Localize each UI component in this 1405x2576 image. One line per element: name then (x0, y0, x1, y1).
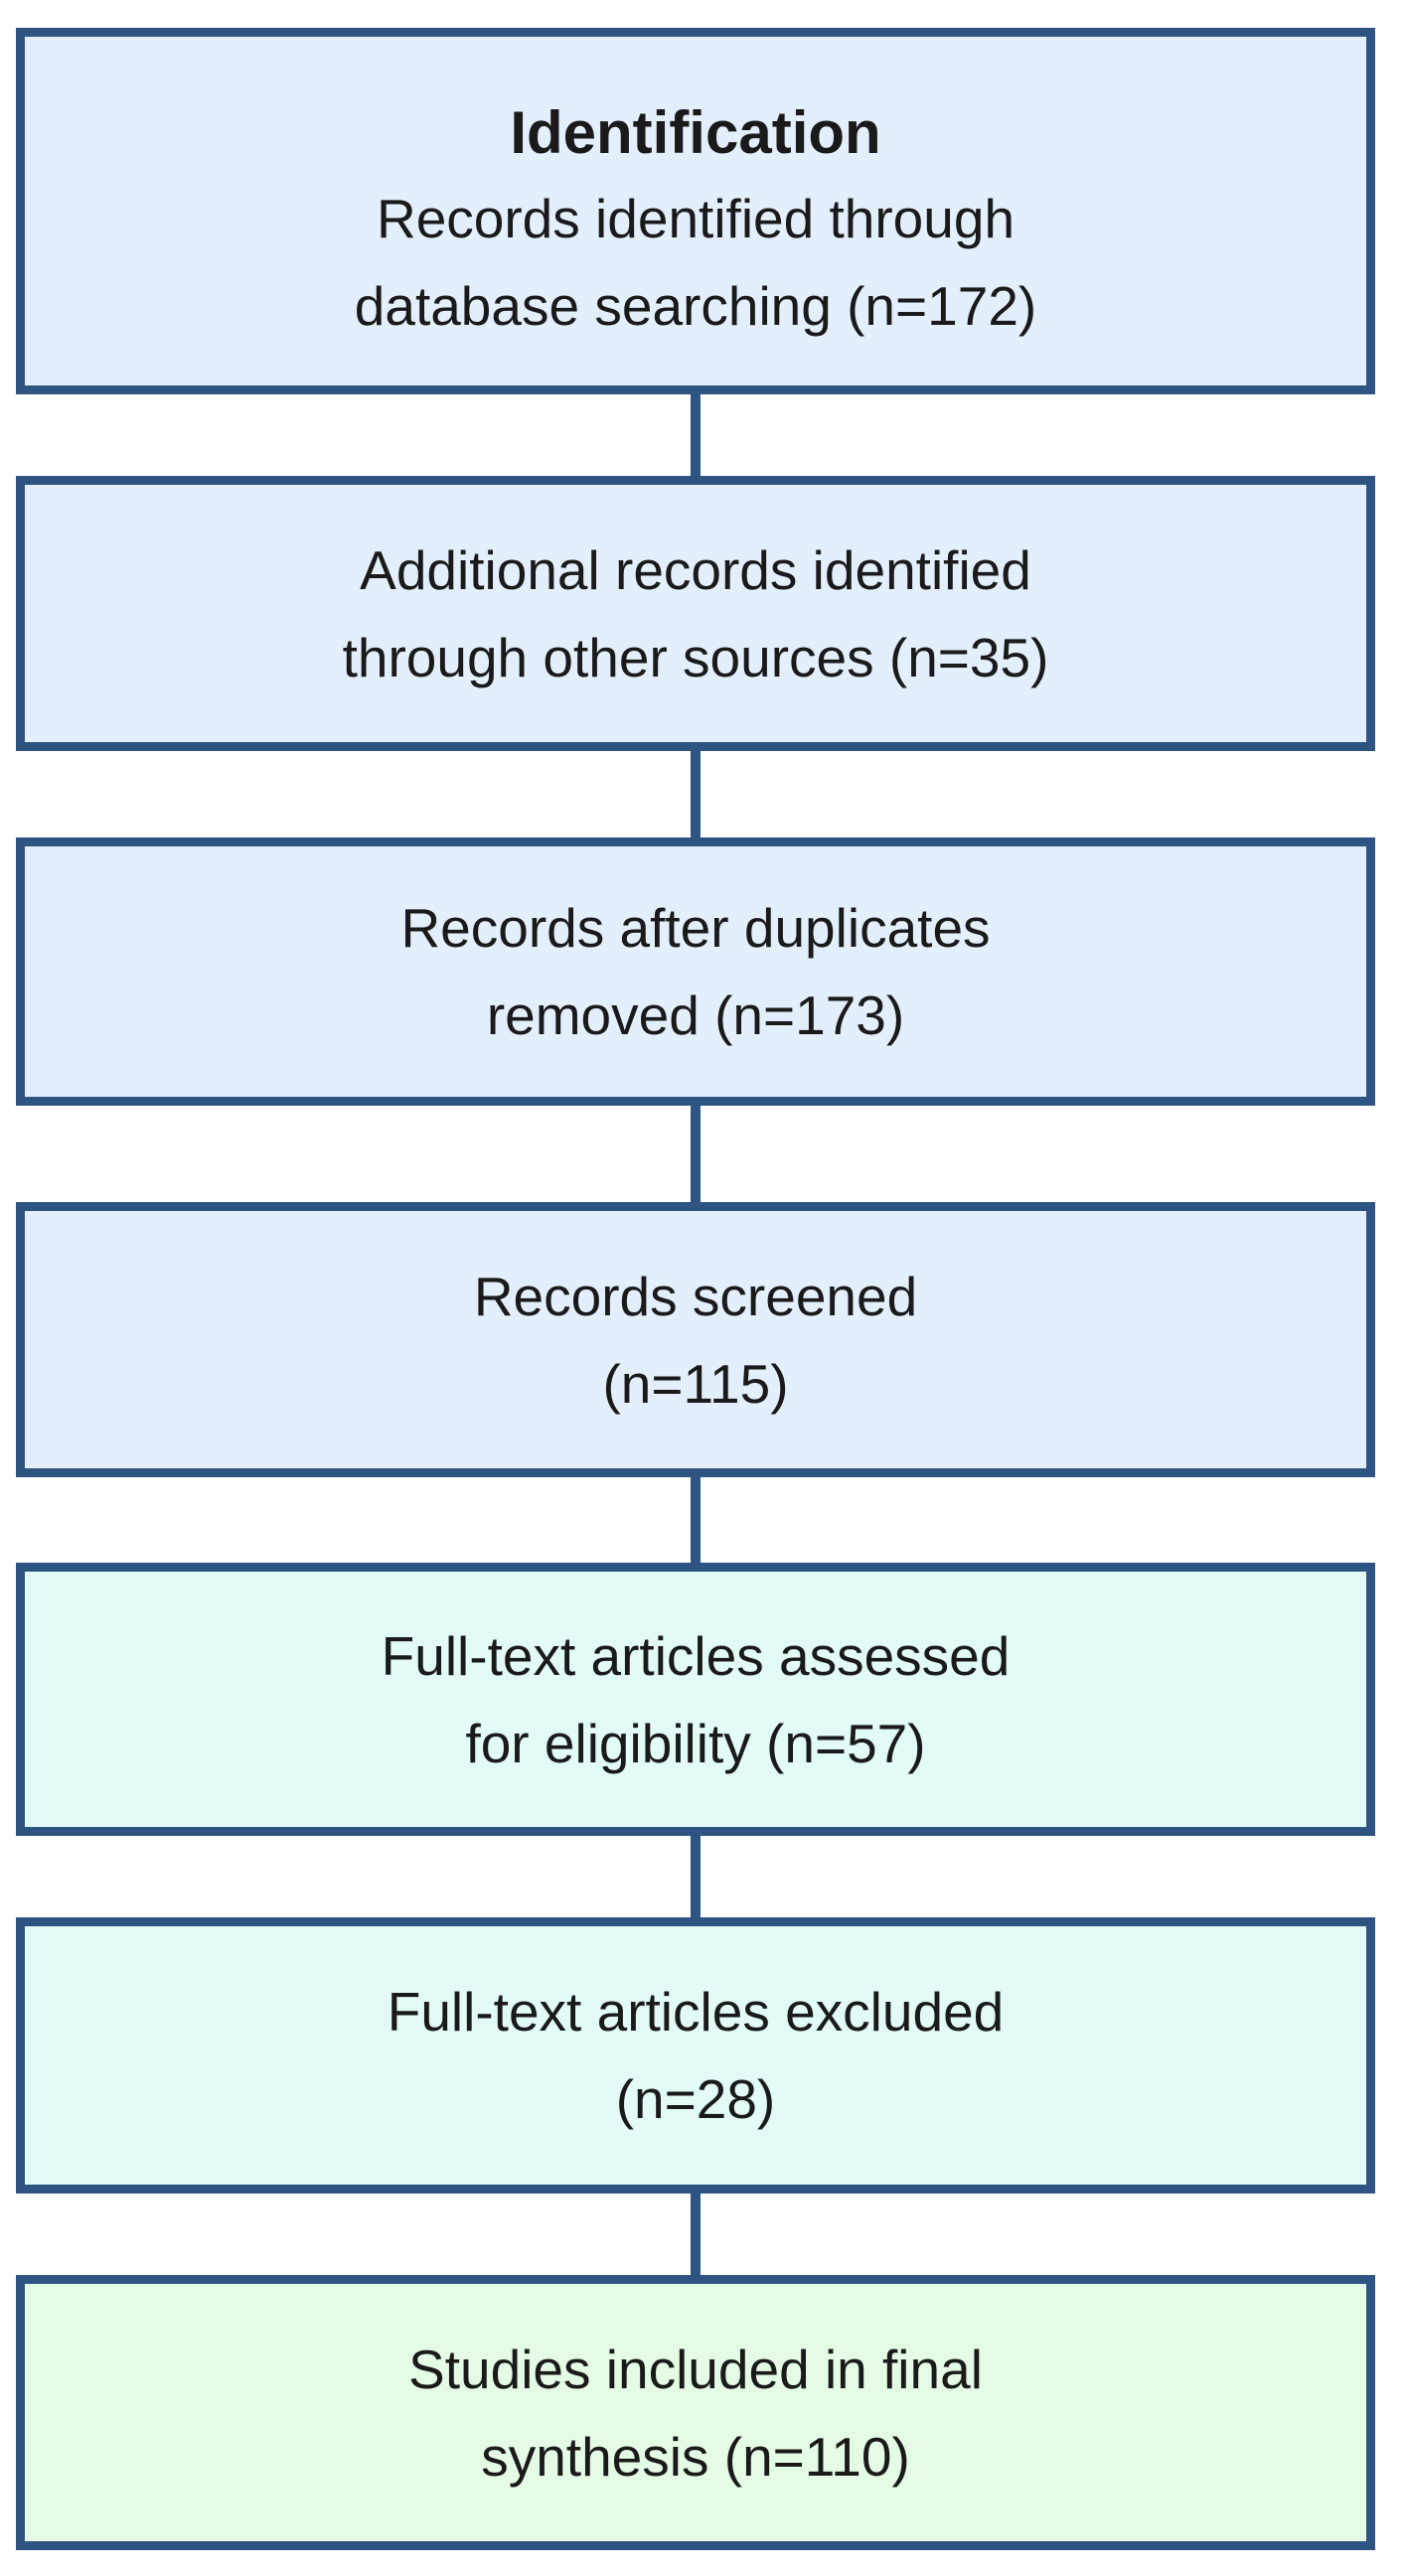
flow-box-additional-records: Additional records identified through ot… (16, 476, 1375, 751)
box-title: Identification (510, 98, 881, 166)
connector-line (691, 1104, 701, 1206)
box-text-line: Studies included in final (408, 2338, 983, 2400)
flow-box-fulltext-excluded: Full-text articles excluded (n=28) (16, 1917, 1375, 2194)
box-text-line: Records screened (473, 1265, 918, 1327)
connector-line (691, 392, 701, 480)
box-text-line: Records after duplicates (400, 897, 991, 959)
flow-box-identification: Identification Records identified throug… (16, 28, 1375, 394)
box-text-line: removed (n=173) (486, 985, 905, 1046)
box-text-line: Full-text articles excluded (387, 1981, 1005, 2043)
box-text-line: Records identified through (376, 187, 1015, 249)
box-text-line: (n=28) (615, 2068, 776, 2130)
connector-line (691, 1833, 701, 1921)
box-text-line: through other sources (n=35) (342, 626, 1049, 688)
box-text-line: synthesis (n=110) (481, 2425, 910, 2488)
connector-line (691, 1475, 701, 1567)
flow-box-records-screened: Records screened (n=115) (16, 1202, 1375, 1477)
box-text-line: (n=115) (602, 1352, 789, 1415)
box-text-line: database searching (n=172) (354, 274, 1037, 337)
flow-box-fulltext-assessed: Full-text articles assessed for eligibil… (16, 1563, 1375, 1836)
box-text-line: for eligibility (n=57) (465, 1712, 926, 1774)
connector-line (691, 749, 701, 841)
box-text-line: Full-text articles assessed (381, 1624, 1011, 1687)
flow-box-studies-included: Studies included in final synthesis (n=1… (16, 2275, 1375, 2550)
flow-box-after-duplicates: Records after duplicates removed (n=173) (16, 837, 1375, 1106)
connector-line (691, 2192, 701, 2279)
box-text-line: Additional records identified (360, 538, 1031, 601)
